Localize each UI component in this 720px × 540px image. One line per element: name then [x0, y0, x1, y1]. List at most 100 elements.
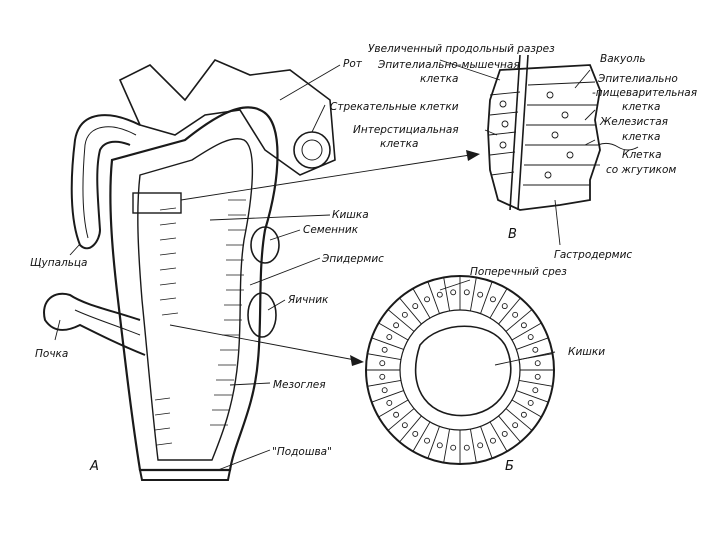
cross-cell-nucleus	[501, 430, 508, 437]
cross-lumen	[414, 325, 512, 417]
arrow-head-top	[466, 150, 480, 161]
bud	[43, 292, 146, 356]
label-stinging-cells: Стрекательные клетки	[330, 101, 459, 113]
section-cells	[488, 81, 598, 186]
mesoglea-line-2	[517, 54, 529, 211]
cross-cell-wall	[378, 399, 409, 418]
cross-cell-nucleus	[477, 442, 484, 449]
testis-bulge	[250, 226, 280, 264]
cross-cell-nucleus	[501, 303, 508, 310]
label-flagellum-cell-1: Клетка	[622, 149, 662, 161]
label-glandular-1: Железистая	[599, 116, 668, 128]
cross-cell-nucleus	[379, 360, 386, 367]
cross-cell-nucleus	[424, 437, 430, 444]
label-longitudinal-section: Увеличенный продольный разрез	[368, 43, 555, 55]
cross-cell-nucleus	[534, 360, 541, 367]
label-testis: Семенник	[303, 224, 359, 236]
label-sole: "Подошва"	[272, 446, 332, 458]
cross-cell-nucleus	[463, 289, 470, 296]
label-vacuole: Вакуоль	[600, 53, 646, 65]
sole	[138, 469, 232, 481]
cross-cell-wall	[443, 429, 451, 463]
label-epidermis: Эпидермис	[321, 253, 384, 265]
cross-cell-wall	[480, 426, 493, 459]
cross-cell-wall	[371, 390, 404, 403]
label-glandular-2: клетка	[622, 131, 660, 143]
label-intestines: Кишки	[568, 346, 605, 358]
cross-cell-wall	[399, 415, 422, 443]
cross-cell-wall	[516, 337, 549, 350]
body-cell-hatching	[154, 199, 246, 446]
cross-cell-nucleus	[512, 311, 519, 318]
cross-cell-wall	[412, 288, 431, 319]
cross-cell-wall	[443, 277, 451, 311]
cross-cell-wall	[469, 277, 477, 311]
cross-cell-wall	[367, 379, 401, 387]
cross-cell-nucleus	[412, 303, 419, 310]
body-wall-inner	[137, 138, 254, 461]
label-mesoglea: Мезоглея	[273, 379, 326, 391]
label-epithelial-muscle-2: клетка	[420, 73, 458, 85]
cross-cell-nucleus	[520, 322, 527, 329]
label-mouth: Рот	[343, 58, 363, 70]
longitudinal-section-drawing	[487, 54, 639, 211]
label-ovary: Яичник	[287, 294, 329, 306]
cross-cell-nucleus	[393, 322, 400, 329]
stinging-knob	[293, 131, 331, 169]
cross-cell-nucleus	[381, 387, 388, 394]
mouth-cone	[118, 59, 336, 176]
tentacle-inner	[82, 126, 137, 239]
cross-cell-wall	[469, 429, 477, 463]
cross-cell-nucleus	[386, 334, 393, 340]
label-epithelial-digestive-2: -пищеварительная	[592, 87, 697, 99]
cross-cell-wall	[371, 337, 404, 350]
cross-cell-wall	[519, 379, 553, 387]
selection-box	[132, 192, 182, 214]
bud-inner	[74, 309, 141, 336]
cross-cell-nucleus	[512, 422, 519, 429]
cross-cell-wall	[498, 297, 521, 325]
label-flagellum-cell-2: со жгутиком	[606, 164, 676, 176]
label-interstitial-2: клетка	[380, 138, 418, 150]
cross-cell-nucleus	[436, 442, 443, 449]
hydra-longitudinal-drawing	[43, 59, 336, 481]
cross-cell-wall	[367, 353, 401, 361]
label-epithelial-digestive-1: Эпителиально	[597, 73, 678, 85]
cross-cell-nucleus	[532, 387, 539, 394]
cross-cell-nucleus	[436, 291, 443, 298]
cross-cell-nucleus	[490, 296, 496, 303]
cross-cell-nucleus	[412, 430, 419, 437]
cross-mid	[399, 309, 521, 431]
label-epithelial-digestive-3: клетка	[622, 101, 660, 113]
stinging-knob-core	[301, 139, 323, 161]
cross-cell-nucleus	[379, 373, 386, 380]
cross-cell-nucleus	[401, 422, 408, 429]
cross-cell-nucleus	[424, 296, 430, 303]
leader-lines	[54, 59, 600, 471]
cross-cell-wall	[505, 309, 533, 332]
cross-cell-nucleus	[520, 411, 527, 418]
cross-cell-wall	[427, 426, 440, 459]
cross-cell-wall	[387, 309, 415, 332]
cross-cell-wall	[387, 408, 415, 431]
label-epithelial-muscle-1: Эпителиально-мышечная	[377, 59, 520, 71]
cross-cell-nucleus	[527, 400, 534, 406]
cross-cell-wall	[498, 415, 521, 443]
cross-cell-nucleus	[532, 346, 539, 353]
label-gastrodermis: Гастродермис	[554, 249, 632, 261]
tentacle	[70, 114, 141, 250]
cross-cell-nucleus	[450, 444, 457, 451]
cross-cell-nucleus	[527, 334, 534, 340]
cross-cell-wall	[480, 281, 493, 314]
cross-section-drawing	[365, 275, 555, 465]
panel-label-a: А	[89, 459, 99, 474]
cross-cell-wall	[489, 288, 508, 319]
cross-cell-nucleus	[393, 411, 400, 418]
cross-cell-nucleus	[463, 444, 470, 451]
cross-cell-nucleus	[534, 373, 541, 380]
label-bud: Почка	[35, 348, 68, 360]
cross-cell-wall	[511, 399, 542, 418]
cross-cell-wall	[427, 281, 440, 314]
label-tentacles: Щупальца	[30, 257, 87, 269]
